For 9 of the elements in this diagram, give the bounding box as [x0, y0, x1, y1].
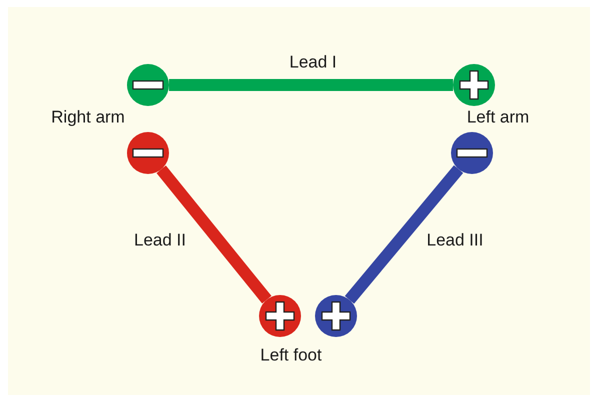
lead-line	[344, 165, 464, 304]
edge-label: Lead II	[134, 229, 186, 252]
edge-label: Lead III	[426, 229, 484, 252]
limb-label: Left foot	[260, 344, 322, 366]
limb-label: Right arm	[51, 106, 125, 128]
limb-label: Left arm	[466, 106, 530, 128]
lead-line	[169, 79, 453, 91]
edge-label: Lead I	[289, 51, 337, 74]
lead-line	[156, 166, 272, 304]
